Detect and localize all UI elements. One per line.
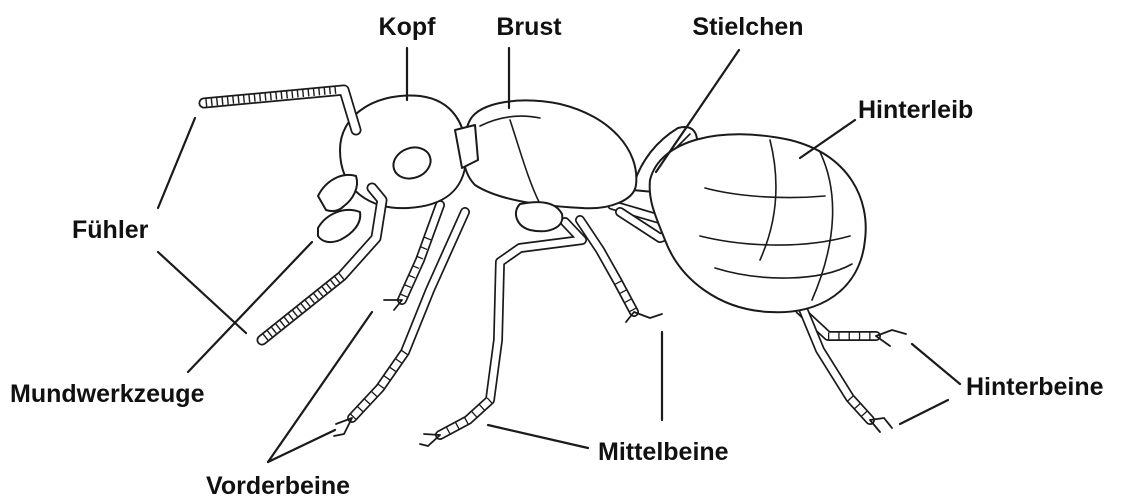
label-mittelbeine: Mittelbeine (598, 438, 729, 466)
label-vorderbeine: Vorderbeine (206, 472, 350, 500)
leader-fuehler-lower (158, 252, 246, 333)
abdomen (650, 134, 866, 312)
label-hinterbeine: Hinterbeine (966, 373, 1104, 401)
front-leg-right (334, 212, 465, 436)
leader-fuehler-upper (158, 118, 195, 208)
label-stielchen: Stielchen (692, 13, 803, 41)
leader-vorderbeine-left (268, 312, 372, 462)
label-brust: Brust (496, 13, 562, 41)
leader-mundwerkzeuge (188, 242, 312, 372)
label-mundwerkzeuge: Mundwerkzeuge (10, 380, 205, 408)
thorax (463, 101, 636, 232)
antenna-lower (262, 188, 382, 340)
mandibles (318, 175, 360, 242)
head (340, 95, 478, 208)
leader-hinterbeine-lower (900, 400, 948, 424)
leader-hinterbeine-upper (912, 344, 960, 384)
leader-mittelbeine-lower (488, 425, 588, 448)
label-kopf: Kopf (379, 13, 437, 41)
leader-hinterleib (800, 120, 855, 158)
label-fuehler: Fühler (72, 216, 149, 244)
label-hinterleib: Hinterleib (858, 96, 973, 124)
antenna-upper (204, 90, 356, 130)
